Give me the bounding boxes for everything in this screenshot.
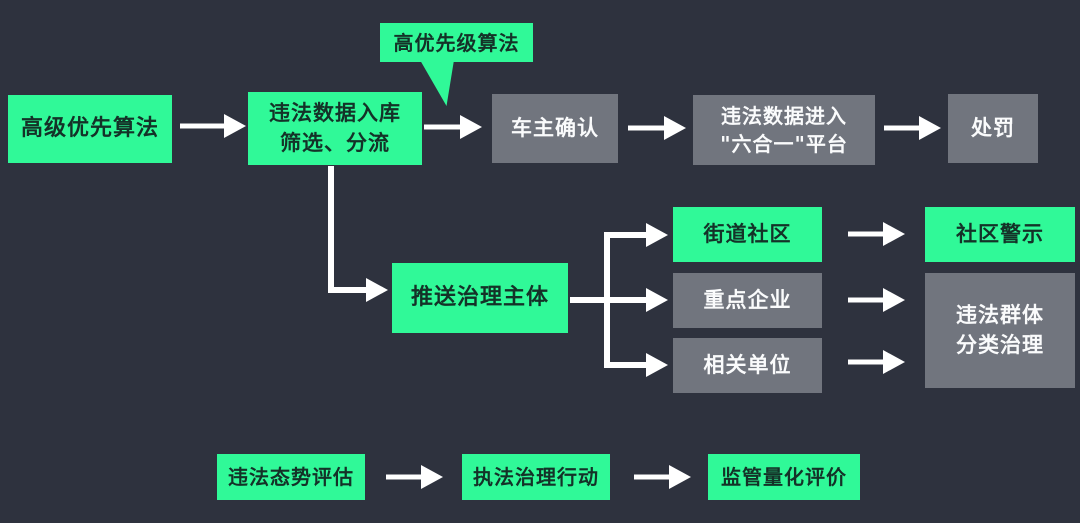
node-push-governance-subject: 推送治理主体 — [392, 263, 568, 333]
node-punishment: 处罚 — [948, 94, 1038, 163]
branch-connector — [570, 223, 668, 377]
node-regulatory-quantitative-evaluation: 监管量化评价 — [708, 454, 860, 500]
node-related-units: 相关单位 — [673, 338, 822, 393]
arrow-sixinone-to-punishment — [884, 116, 941, 140]
node-community-warning: 社区警示 — [925, 207, 1075, 262]
arrow-trend-to-action — [386, 465, 443, 489]
node-six-in-one-platform: 违法数据进入 "六合一"平台 — [693, 95, 875, 165]
node-enforcement-governance-action: 执法治理行动 — [462, 454, 610, 500]
node-advanced-priority-algorithm: 高级优先算法 — [8, 95, 172, 163]
node-violation-trend-assessment: 违法态势评估 — [217, 454, 365, 500]
arrow-units-to-groupgov — [848, 350, 905, 374]
node-violation-data-intake: 违法数据入库 筛选、分流 — [248, 92, 422, 165]
node-key-enterprises: 重点企业 — [673, 273, 822, 328]
arrow-enterprise-to-groupgov — [848, 288, 905, 312]
node-owner-confirmation: 车主确认 — [492, 94, 618, 163]
arrow-intake-to-push — [328, 166, 388, 302]
callout-high-priority-algorithm: 高优先级算法 — [380, 23, 533, 62]
arrow-street-to-warning — [848, 222, 905, 246]
arrow-owner-to-sixinone — [628, 116, 686, 140]
callout-tail-pointer — [420, 60, 454, 106]
node-violation-group-governance: 违法群体 分类治理 — [925, 273, 1075, 388]
node-street-community: 街道社区 — [673, 207, 822, 262]
arrow-action-to-evaluation — [634, 465, 691, 489]
arrow-intake-to-owner — [424, 115, 482, 139]
arrow-advanced-to-intake — [180, 114, 246, 138]
